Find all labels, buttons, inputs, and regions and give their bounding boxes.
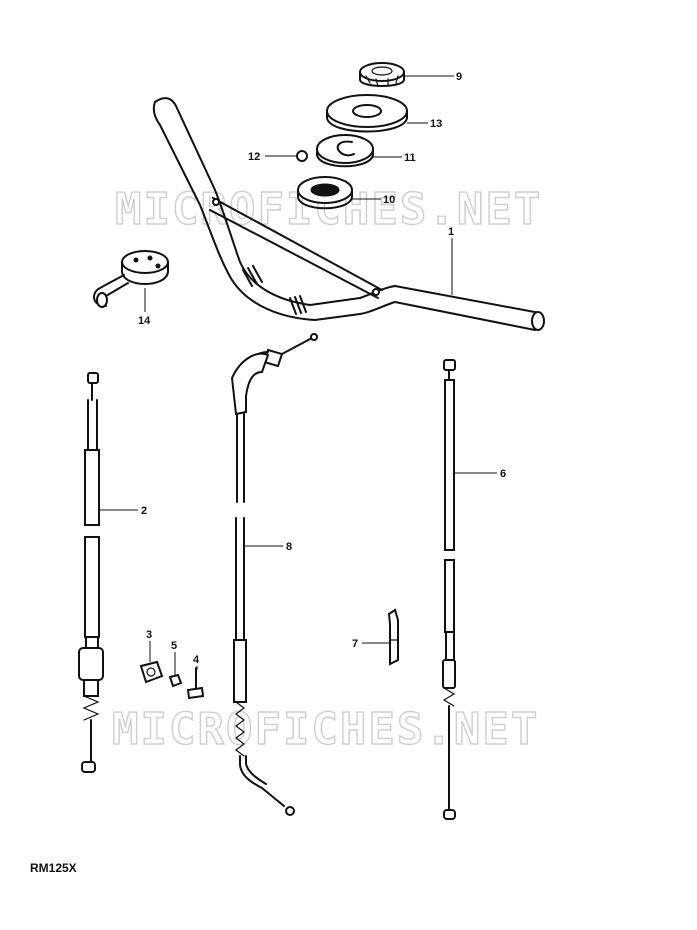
part-2-cable: [78, 372, 104, 773]
callout-9: 9: [456, 71, 462, 83]
callout-14: 14: [138, 315, 151, 327]
part-14-throttle-housing: [93, 250, 169, 308]
part-5-nut: [168, 673, 183, 688]
part-11-washer: [316, 134, 374, 168]
part-8-cable: [230, 333, 318, 816]
callout-3: 3: [146, 629, 152, 641]
part-6-cable: [442, 359, 456, 820]
part-10-bushing: [297, 176, 353, 210]
callout-7: 7: [352, 638, 358, 650]
callout-13: 13: [430, 118, 442, 130]
callout-6: 6: [500, 468, 506, 480]
part-3-clamp: [139, 660, 164, 684]
part-9-cap: [359, 62, 405, 87]
callout-4: 4: [193, 654, 200, 666]
part-4-screw: [186, 667, 205, 700]
handlebar: [152, 97, 545, 331]
model-code: RM125X: [30, 861, 77, 875]
callout-10: 10: [383, 194, 395, 206]
watermark-bottom: MICROFICHES.NET: [112, 704, 539, 755]
part-12-ball: [296, 150, 308, 162]
callout-1: 1: [448, 226, 454, 238]
callouts: 9 13 12 11 10 1 14 2 8 6 7 3 5 4: [138, 71, 506, 666]
part-7-adjuster: [387, 608, 399, 666]
callout-8: 8: [286, 541, 292, 553]
callout-2: 2: [141, 505, 147, 517]
leader-lines: [99, 75, 497, 676]
callout-11: 11: [404, 152, 416, 164]
callout-5: 5: [171, 640, 177, 652]
part-13-plate: [326, 94, 408, 133]
callout-12: 12: [248, 151, 260, 163]
